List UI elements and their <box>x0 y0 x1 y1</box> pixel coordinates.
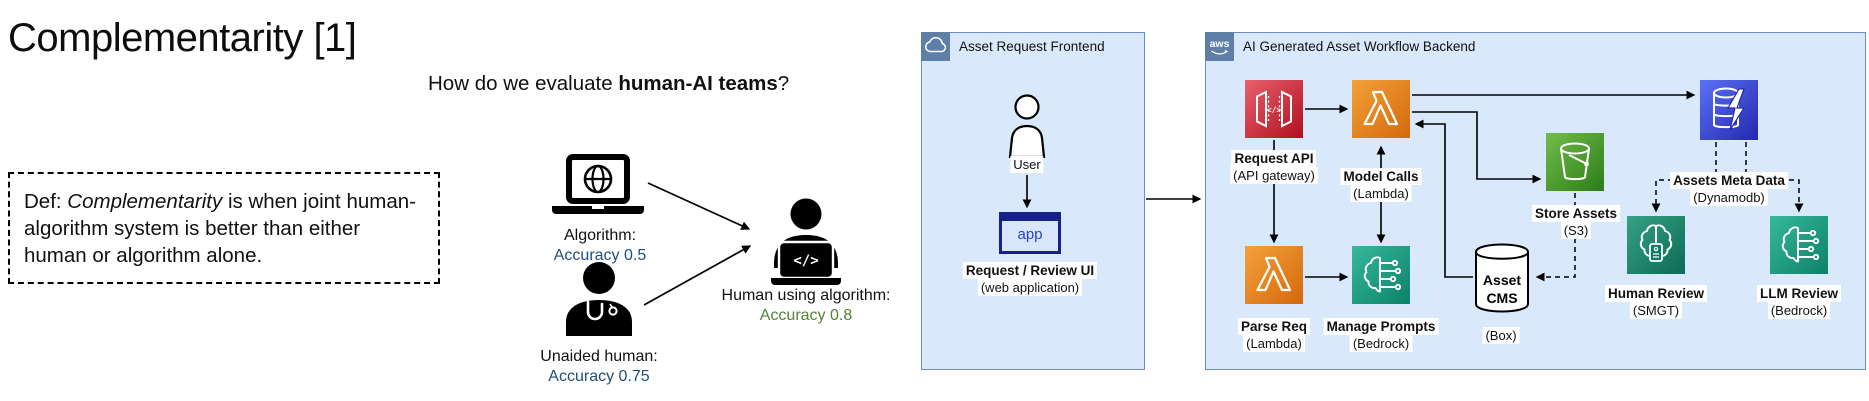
asset-cms-label: (Box) <box>1482 327 1520 344</box>
parse-req-label: Parse Req (Lambda) <box>1237 318 1311 352</box>
user-label: User <box>1010 156 1044 173</box>
store-assets-label: Store Assets (S3) <box>1531 205 1621 239</box>
svg-text:CMS: CMS <box>1486 290 1517 306</box>
app-window-label: app <box>1017 226 1043 243</box>
store-assets-s3-icon <box>1546 133 1604 191</box>
parse-req-lambda-icon <box>1245 246 1303 304</box>
svg-text:</>: </> <box>1267 106 1282 115</box>
human-review-label: Human Review (SMGT) <box>1604 285 1708 319</box>
model-calls-lambda-icon <box>1352 80 1410 138</box>
svg-text:Asset: Asset <box>1483 272 1521 288</box>
backend-title: AI Generated Asset Workflow Backend <box>1243 39 1476 54</box>
request-review-ui-label: Request / Review UI (web application) <box>962 262 1098 296</box>
dynamodb-icon <box>1700 80 1758 140</box>
definition-prefix: Def: <box>24 190 68 213</box>
svg-text:aws: aws <box>1210 38 1230 50</box>
question-prefix: How do we evaluate <box>428 72 619 95</box>
manage-prompts-bedrock-icon <box>1352 246 1410 304</box>
app-window: app <box>999 212 1061 254</box>
app-window-titlebar <box>1002 215 1058 221</box>
doctor-icon <box>560 262 638 336</box>
code-icon: </> <box>793 253 818 269</box>
unaided-human-accuracy: Accuracy 0.75 <box>548 368 650 385</box>
frontend-title: Asset Request Frontend <box>959 39 1105 54</box>
manage-prompts-label: Manage Prompts (Bedrock) <box>1323 318 1439 352</box>
assets-meta-data-label: Assets Meta Data (Dynamodb) <box>1670 172 1788 206</box>
definition-term: Complementarity <box>67 190 223 213</box>
human-with-laptop-icon: </> <box>764 198 848 286</box>
question-suffix: ? <box>777 72 790 95</box>
llm-review-label: LLM Review (Bedrock) <box>1756 285 1842 319</box>
algorithm-accuracy: Accuracy 0.5 <box>553 247 647 264</box>
question-bold: human-AI teams <box>618 72 778 95</box>
model-calls-label: Model Calls (Lambda) <box>1340 168 1422 202</box>
team-label: Human using algorithm: <box>721 287 891 304</box>
api-gateway-icon: </> <box>1245 80 1303 138</box>
page-title: Complementarity [1] <box>8 16 357 60</box>
algorithm-label: Algorithm: <box>563 227 637 244</box>
cloud-icon <box>921 32 950 61</box>
request-api-label: Request API (API gateway) <box>1230 150 1318 184</box>
team-accuracy: Accuracy 0.8 <box>759 307 853 324</box>
laptop-globe-icon <box>552 154 644 216</box>
user-icon <box>1002 94 1052 159</box>
definition-box: Def: Complementarity is when joint human… <box>8 172 440 284</box>
question-text: How do we evaluate human-AI teams? <box>428 72 789 96</box>
aws-logo-icon: aws <box>1205 32 1234 61</box>
asset-cms-cylinder: Asset CMS <box>1473 239 1531 317</box>
frontend-container <box>921 32 1145 370</box>
definition-rest: is when joint human-algorithm system is … <box>24 190 416 267</box>
unaided-human-label: Unaided human: <box>540 348 658 365</box>
human-review-icon <box>1627 216 1685 274</box>
llm-review-bedrock-icon <box>1770 216 1828 274</box>
